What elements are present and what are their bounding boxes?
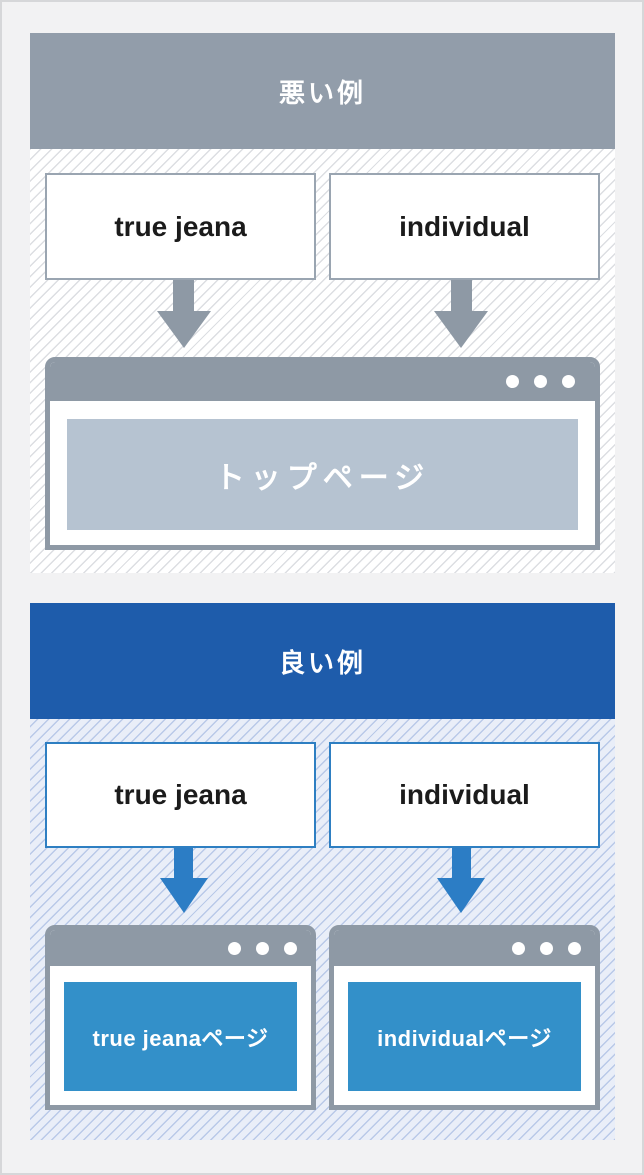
arrow-head	[156, 311, 211, 348]
arrow-column	[45, 280, 323, 357]
keyword-box-true-jeana: true jeana	[45, 742, 316, 848]
good-windows-row: true jeanaページ individualページ	[45, 925, 600, 1110]
bad-example-panel: 悪い例 true jeana individual	[30, 33, 615, 573]
bad-arrow-row	[45, 280, 600, 357]
arrow-head	[159, 878, 208, 913]
down-arrow-icon	[434, 280, 489, 357]
window-control-dot-icon	[506, 375, 519, 388]
true-jeana-page-content-box: true jeanaページ	[64, 982, 297, 1091]
good-arrow-row	[45, 848, 600, 925]
browser-window-true-jeana-page: true jeanaページ	[45, 925, 316, 1110]
arrow-stem	[173, 280, 195, 311]
window-control-dot-icon	[512, 941, 525, 955]
bad-example-header: 悪い例	[30, 33, 615, 149]
good-example-body: true jeana individual	[30, 719, 615, 1140]
keyword-box-individual: individual	[329, 742, 600, 848]
keyword-label: individual	[399, 210, 530, 242]
down-arrow-icon	[159, 848, 208, 925]
keyword-label: individual	[399, 779, 530, 810]
browser-content-area: individualページ	[334, 966, 595, 1105]
good-example-title: 良い例	[278, 647, 366, 678]
arrow-stem	[174, 848, 194, 878]
window-control-dot-icon	[284, 941, 297, 955]
good-keyword-row: true jeana individual	[45, 742, 600, 848]
down-arrow-icon	[437, 848, 486, 925]
arrow-column	[45, 848, 323, 925]
keyword-label: true jeana	[114, 779, 247, 810]
arrow-stem	[450, 280, 472, 311]
keyword-box-individual: individual	[329, 173, 600, 280]
arrow-column	[323, 280, 601, 357]
arrow-column	[323, 848, 601, 925]
browser-content-area: トップページ	[50, 401, 595, 545]
browser-window-individual-page: individualページ	[329, 925, 600, 1110]
browser-titlebar	[50, 930, 311, 966]
browser-titlebar	[50, 362, 595, 401]
browser-titlebar	[334, 930, 595, 966]
top-page-content-box: トップページ	[67, 419, 578, 530]
window-control-dot-icon	[568, 941, 581, 955]
page-content-label: true jeanaページ	[92, 1025, 269, 1051]
bad-keyword-row: true jeana individual	[45, 173, 600, 280]
window-control-dot-icon	[562, 375, 575, 388]
bad-example-body: true jeana individual	[30, 149, 615, 573]
bad-example-title: 悪い例	[278, 77, 366, 108]
arrow-stem	[451, 848, 471, 878]
arrow-head	[434, 311, 489, 348]
down-arrow-icon	[156, 280, 211, 357]
good-example-panel: 良い例 true jeana individual	[30, 603, 615, 1140]
window-control-dot-icon	[534, 375, 547, 388]
page-content-label: individualページ	[377, 1025, 552, 1051]
keyword-label: true jeana	[114, 210, 247, 242]
browser-content-area: true jeanaページ	[50, 966, 311, 1105]
browser-window-top-page: トップページ	[45, 357, 600, 550]
window-control-dot-icon	[256, 941, 269, 955]
individual-page-content-box: individualページ	[348, 982, 581, 1091]
window-control-dot-icon	[228, 941, 241, 955]
keyword-box-true-jeana: true jeana	[45, 173, 316, 280]
page-content-label: トップページ	[214, 461, 431, 495]
window-control-dot-icon	[540, 941, 553, 955]
arrow-head	[437, 878, 486, 913]
good-example-header: 良い例	[30, 603, 615, 719]
